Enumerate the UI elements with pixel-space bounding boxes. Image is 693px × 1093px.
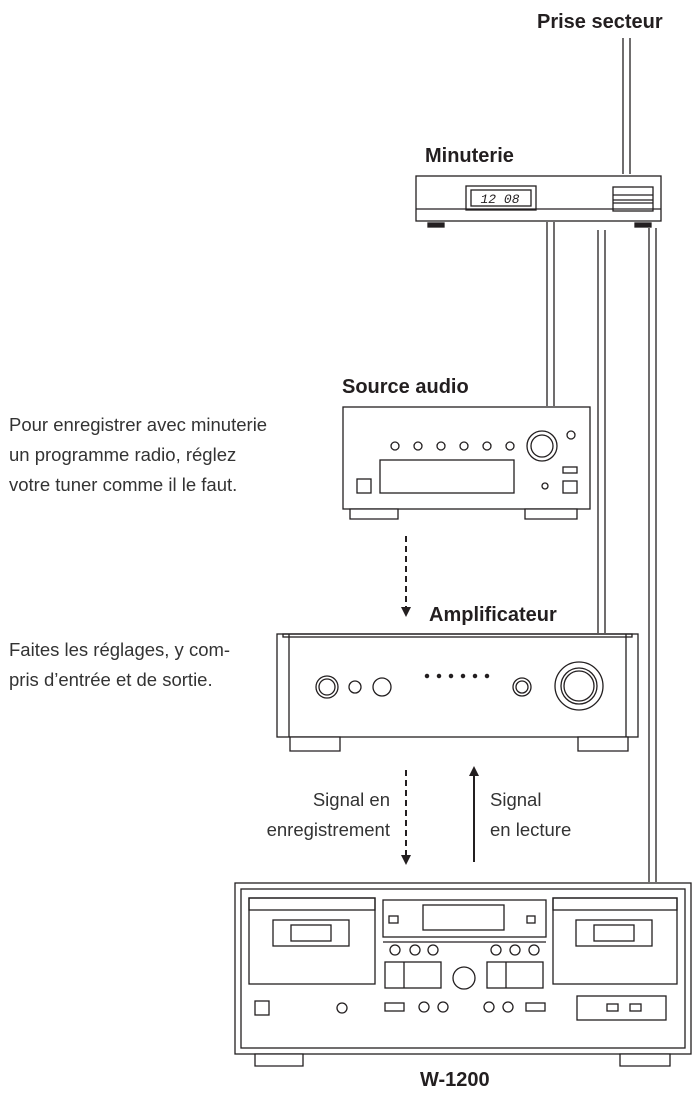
- tuner-note-line: un programme radio, réglez: [9, 444, 237, 465]
- playback-signal-label-line: en lecture: [490, 819, 572, 840]
- playback-signal-label-line: Signal: [490, 789, 542, 810]
- record-signal-label: Signal en enregistrement: [230, 785, 390, 845]
- playback-signal-label: Signal en lecture: [490, 785, 640, 845]
- record-signal-label-line: Signal en: [312, 789, 390, 810]
- power-cable-source: [546, 222, 555, 406]
- audio-source-label: Source audio: [342, 376, 469, 398]
- amplifier-device: [276, 633, 639, 752]
- timer-device: [415, 175, 662, 228]
- tuner-note: Pour enregistrer avec minuterie un progr…: [9, 410, 339, 500]
- tuner-note-line: Pour enregistrer avec minuterie: [9, 414, 268, 435]
- amplifier-label: Amplificateur: [429, 604, 557, 626]
- audio-source-device: [342, 406, 591, 520]
- power-cord: [622, 38, 631, 174]
- amplifier-note: Faites les réglages, y com- pris d’entré…: [9, 635, 279, 695]
- record-signal-label-line: enregistrement: [266, 819, 390, 840]
- amplifier-note-line: Faites les réglages, y com-: [9, 639, 231, 660]
- amplifier-note-line: pris d’entrée et de sortie.: [9, 669, 213, 690]
- power-cable-w1200: [648, 228, 657, 882]
- tuner-note-line: votre tuner comme il le faut.: [9, 474, 238, 495]
- power-cable-amplifier: [597, 230, 606, 633]
- timer-label: Minuterie: [425, 145, 514, 167]
- w1200-label: W-1200: [420, 1069, 490, 1091]
- w1200-device: [234, 882, 692, 1067]
- timer-display-text: 12 08: [480, 192, 519, 207]
- power-outlet-label: Prise secteur: [537, 11, 663, 33]
